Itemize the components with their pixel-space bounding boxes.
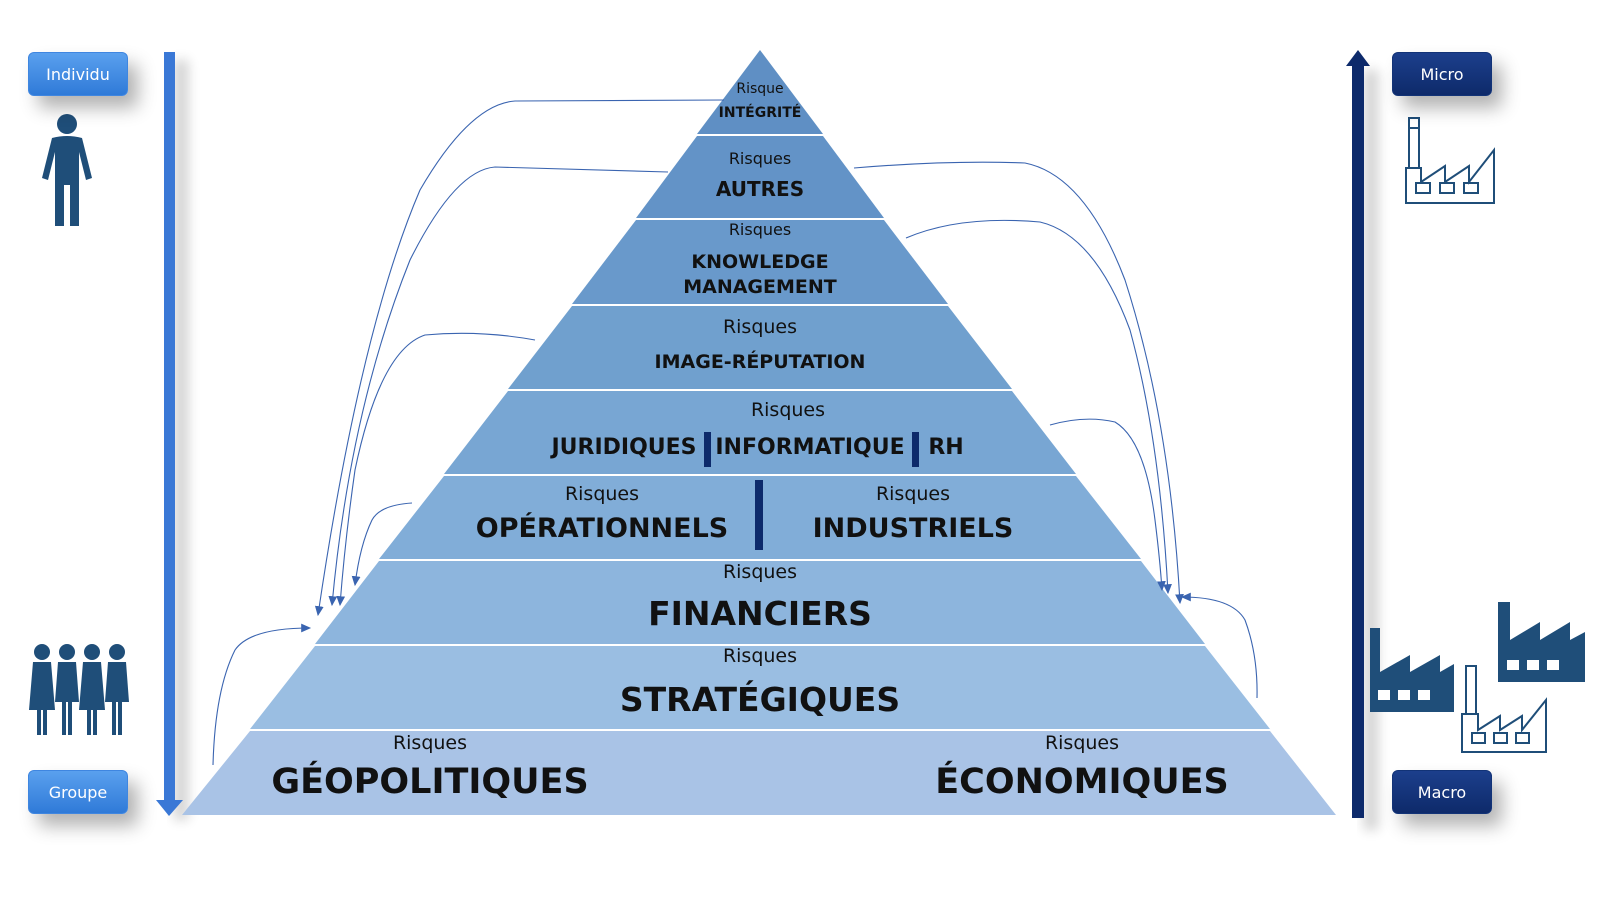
strategiques-prefix: Risques	[723, 645, 797, 667]
economiques-title: ÉCONOMIQUES	[935, 760, 1229, 802]
layer-integrite	[697, 50, 823, 134]
macro-tag: Macro	[1392, 770, 1492, 814]
operationnels-title: OPÉRATIONNELS	[476, 512, 728, 544]
financiers-title: FINANCIERS	[648, 594, 872, 633]
image-title: IMAGE-RÉPUTATION	[655, 350, 866, 373]
autres-title: AUTRES	[716, 177, 804, 201]
groupe-tag: Groupe	[28, 770, 128, 814]
factory-outline-icon	[1405, 117, 1495, 204]
group-icon	[29, 644, 129, 735]
knowledge-line1: KNOWLEDGE	[691, 251, 828, 273]
connectors-right	[853, 161, 1258, 699]
individu-tag: Individu	[28, 52, 128, 96]
juridiques-prefix: Risques	[751, 399, 825, 421]
right-axis-arrow	[1346, 50, 1378, 830]
strategiques-title: STRATÉGIQUES	[620, 679, 900, 719]
connectors-left	[212, 99, 725, 766]
financiers-prefix: Risques	[723, 561, 797, 583]
juridiques-middle: INFORMATIQUE	[715, 435, 904, 460]
operationnels-prefix: Risques	[565, 483, 639, 505]
separators	[704, 432, 919, 550]
layer-strategiques	[250, 646, 1270, 729]
layer-base	[182, 731, 1336, 815]
industriels-prefix: Risques	[876, 483, 950, 505]
layer-autres	[636, 136, 884, 218]
geopolitiques-title: GÉOPOLITIQUES	[271, 760, 588, 802]
person-icon	[42, 114, 92, 226]
geopolitiques-prefix: Risques	[393, 732, 467, 754]
economiques-prefix: Risques	[1045, 732, 1119, 754]
factories-icon	[1370, 602, 1585, 753]
pyramid	[182, 50, 1336, 815]
image-prefix: Risques	[723, 316, 797, 338]
left-axis-arrow	[156, 52, 188, 820]
layer-labels: Risque INTÉGRITÉ Risques AUTRES Risques …	[271, 81, 1228, 802]
layer-knowledge	[572, 220, 948, 304]
industriels-title: INDUSTRIELS	[813, 513, 1014, 544]
juridiques-right: RH	[928, 435, 963, 460]
integrite-title: INTÉGRITÉ	[719, 104, 802, 121]
integrite-prefix: Risque	[736, 81, 783, 97]
knowledge-line2: MANAGEMENT	[683, 276, 837, 298]
juridiques-left: JURIDIQUES	[549, 435, 696, 460]
layer-image	[508, 306, 1012, 389]
layer-financiers	[315, 561, 1205, 644]
autres-prefix: Risques	[729, 149, 791, 168]
micro-tag: Micro	[1392, 52, 1492, 96]
knowledge-prefix: Risques	[729, 220, 791, 239]
